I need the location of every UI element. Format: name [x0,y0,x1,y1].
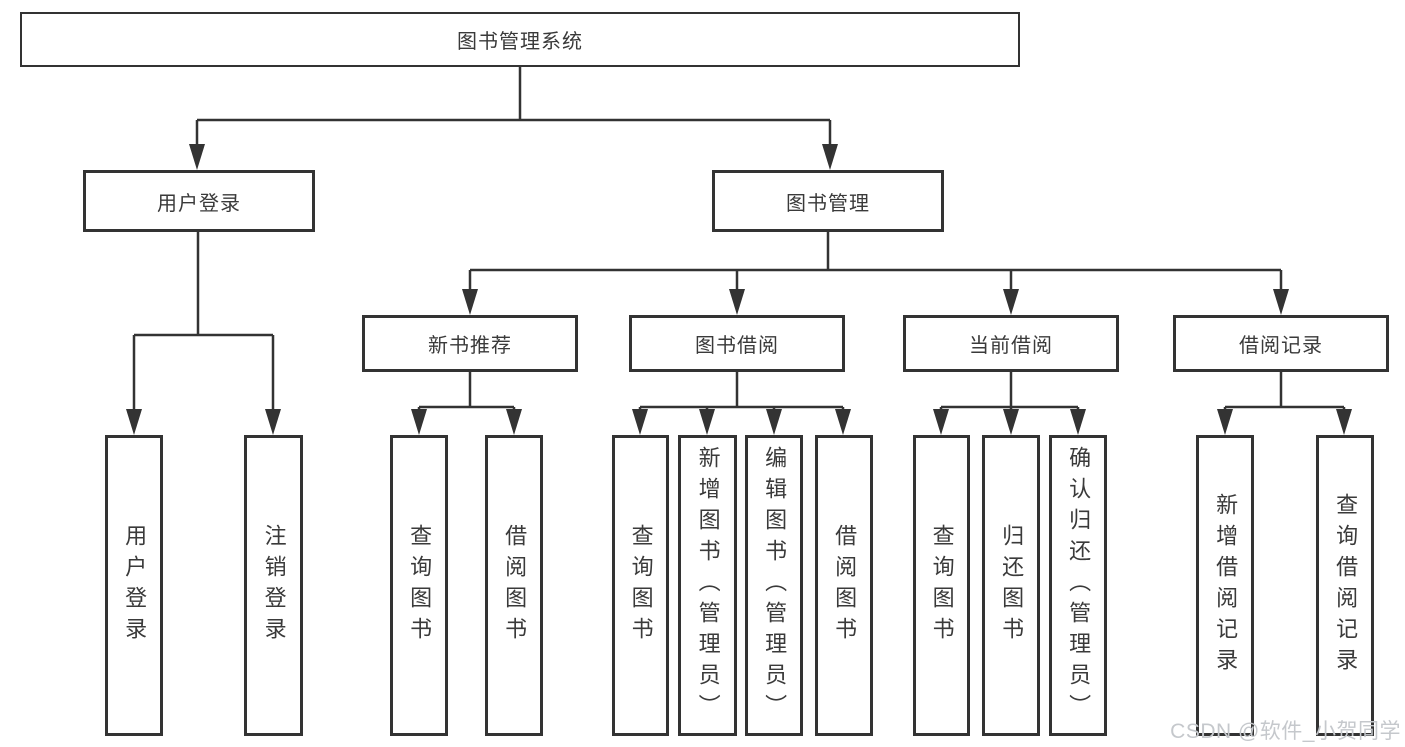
node-label: 查询图书 [628,523,654,648]
node-current-borrowing: 当前借阅 [903,315,1119,372]
node-label: 用户登录 [157,192,241,215]
leaf-return-books: 归还图书 [982,435,1040,736]
leaf-edit-books-admin: 编辑图书（管理员） [745,435,803,736]
leaf-user-login: 用户登录 [105,435,163,736]
leaf-borrow-books-borrowing: 借阅图书 [815,435,873,736]
leaf-confirm-return-admin: 确认归还（管理员） [1049,435,1107,736]
node-new-book-recommend: 新书推荐 [362,315,578,372]
node-borrowing-records: 借阅记录 [1173,315,1389,372]
leaf-logout: 注销登录 [244,435,303,736]
node-label: 编辑图书（管理员） [762,446,788,725]
leaf-query-borrow-record: 查询借阅记录 [1316,435,1374,736]
node-label: 图书管理 [786,192,870,215]
leaf-borrow-books-recommend: 借阅图书 [485,435,543,736]
leaf-query-books-recommend: 查询图书 [390,435,448,736]
node-label: 图书管理系统 [457,31,583,53]
node-label: 当前借阅 [969,335,1053,357]
node-label: 归还图书 [999,523,1025,648]
node-library-management-system: 图书管理系统 [20,12,1020,67]
leaf-query-books-borrowing: 查询图书 [612,435,669,736]
node-label: 图书借阅 [695,335,779,357]
leaf-query-books-current: 查询图书 [913,435,970,736]
node-label: 查询图书 [407,523,433,648]
node-label: 借阅图书 [502,523,528,648]
leaf-add-books-admin: 新增图书（管理员） [678,435,737,736]
connector-path-group [132,67,1346,411]
node-label: 新增图书（管理员） [695,446,721,725]
node-user-login: 用户登录 [83,170,315,232]
leaf-add-borrow-record: 新增借阅记录 [1196,435,1254,736]
node-label: 注销登录 [261,523,287,648]
node-book-management: 图书管理 [712,170,944,232]
arrowhead-group [126,144,1352,435]
node-label: 新书推荐 [428,335,512,357]
node-book-borrowing: 图书借阅 [629,315,845,372]
node-label: 查询图书 [929,523,955,648]
node-label: 查询借阅记录 [1333,492,1359,679]
node-label: 借阅图书 [832,523,858,648]
node-label: 借阅记录 [1239,335,1323,357]
node-label: 用户登录 [122,523,148,648]
node-label: 确认归还（管理员） [1066,446,1092,725]
node-label: 新增借阅记录 [1213,492,1239,679]
csdn-watermark: CSDN @软件_小贺同学 [1170,720,1401,743]
